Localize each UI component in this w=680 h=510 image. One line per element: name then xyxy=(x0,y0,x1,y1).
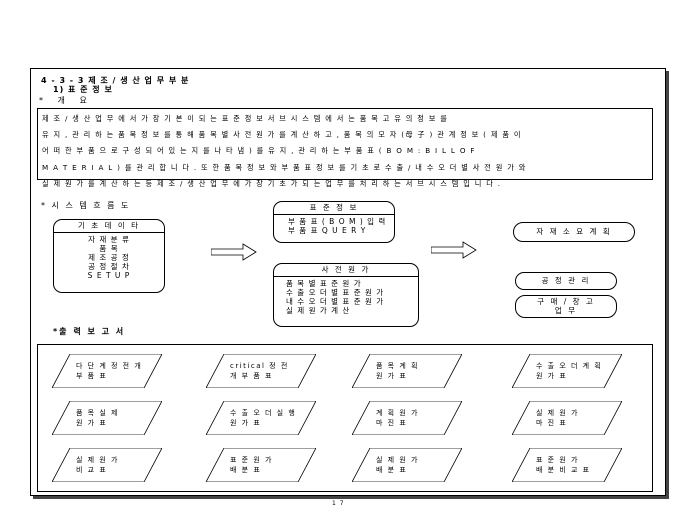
base-data-item: 품 목 xyxy=(99,244,119,253)
process-management-box: 공 정 관 리 xyxy=(515,272,617,290)
flow-arrow-icon xyxy=(431,241,477,259)
base-data-item: 제 조 공 정 xyxy=(88,253,130,262)
purchase-line: 구 매 / 창 고 xyxy=(537,297,595,306)
standard-info-item: 부 품 표 Q U E R Y xyxy=(288,226,367,235)
page-number: 1 7 xyxy=(332,500,345,507)
overview-box: 제 조 / 생 산 업 무 에 서 가 장 기 본 이 되 는 표 준 정 보 … xyxy=(37,108,653,188)
report-line: 품 목 계 획 xyxy=(376,362,419,370)
report-line: critical 정 전 xyxy=(230,362,289,370)
standard-info-box: 표 준 정 보 부 품 표 ( B O M ) 입 력 부 품 표 Q U E … xyxy=(273,201,395,243)
reports-label: *출 력 보 고 서 xyxy=(53,327,126,336)
report-line: 마 진 표 xyxy=(376,419,408,427)
overview-line: 유 지 , 관 리 하 는 품 목 정 보 를 통 해 품 목 별 사 전 원 … xyxy=(42,130,522,140)
overview-line: 어 떠 한 부 품 으 로 구 성 되 어 있 는 지 를 나 타 냄 ) 를 … xyxy=(42,146,476,156)
base-data-title: 기 초 데 이 타 xyxy=(54,220,164,233)
report-line: 계 획 원 가 xyxy=(376,409,419,417)
overview-line: 실 제 원 가 를 계 산 하 는 등 제 조 / 생 산 업 무 에 가 장 … xyxy=(42,178,502,188)
report-line: 실 제 원 가 xyxy=(76,456,119,464)
report-line: 다 단 계 정 전 개 xyxy=(76,362,143,370)
pre-cost-item: 품 목 별 표 준 원 가 xyxy=(286,279,362,288)
overview-line: M A T E R I A L ) 를 관 리 합 니 다 . 또 한 품 목 … xyxy=(42,162,527,172)
report-line: 원 가 표 xyxy=(536,372,568,380)
pre-cost-item: 실 제 원 가 계 산 xyxy=(286,306,351,315)
report-line: 원 가 표 xyxy=(376,372,408,380)
report-line: 실 제 원 가 xyxy=(536,409,579,417)
overview-label: * 개 요 xyxy=(39,96,93,105)
report-line: 배 분 비 교 표 xyxy=(536,466,591,474)
pre-cost-title: 사 전 원 가 xyxy=(274,264,418,277)
material-requirement-box: 자 재 소 요 계 획 xyxy=(513,222,635,242)
report-line: 부 품 표 xyxy=(76,372,108,380)
subsection-title: 1) 표 준 정 보 xyxy=(53,85,113,94)
report-line: 원 가 표 xyxy=(230,419,262,427)
base-data-item: S E T U P xyxy=(87,271,131,280)
standard-info-item: 부 품 표 ( B O M ) 입 력 xyxy=(288,217,387,226)
purchase-box: 구 매 / 창 고 업 무 xyxy=(515,295,617,318)
report-line: 수 출 오 더 계 획 xyxy=(536,362,603,370)
base-data-item: 공 정 절 차 xyxy=(88,262,130,271)
report-line: 수 출 오 더 실 행 xyxy=(230,409,297,417)
section-title: 4 - 3 - 3 제 조 / 생 산 업 무 부 분 xyxy=(41,76,190,85)
standard-info-title: 표 준 정 보 xyxy=(274,202,394,215)
pre-cost-box: 사 전 원 가 품 목 별 표 준 원 가 수 출 오 더 별 표 준 원 가 … xyxy=(273,263,419,327)
report-line: 실 제 원 가 xyxy=(376,456,419,464)
flow-arrow-icon xyxy=(211,243,257,261)
report-line: 비 교 표 xyxy=(76,466,108,474)
base-data-box: 기 초 데 이 타 자 재 분 류 품 목 제 조 공 정 공 정 절 차 S … xyxy=(53,219,165,293)
flow-label: * 시 스 템 흐 름 도 xyxy=(41,201,131,210)
document-page: 4 - 3 - 3 제 조 / 생 산 업 무 부 분 1) 표 준 정 보 *… xyxy=(30,68,666,496)
pre-cost-item: 내 수 오 더 별 표 준 원 가 xyxy=(286,297,385,306)
report-line: 배 분 표 xyxy=(376,466,408,474)
base-data-item: 자 재 분 류 xyxy=(88,235,130,244)
purchase-line: 업 무 xyxy=(554,306,578,315)
report-line: 배 분 표 xyxy=(230,466,262,474)
pre-cost-item: 수 출 오 더 별 표 준 원 가 xyxy=(286,288,385,297)
report-line: 마 진 표 xyxy=(536,419,568,427)
overview-line: 제 조 / 생 산 업 무 에 서 가 장 기 본 이 되 는 표 준 정 보 … xyxy=(42,114,449,123)
report-line: 표 준 원 가 xyxy=(230,456,273,464)
report-line: 원 가 표 xyxy=(76,419,108,427)
report-line: 개 부 품 표 xyxy=(230,372,273,380)
report-line: 표 준 원 가 xyxy=(536,456,579,464)
report-line: 품 목 실 제 xyxy=(76,409,119,417)
